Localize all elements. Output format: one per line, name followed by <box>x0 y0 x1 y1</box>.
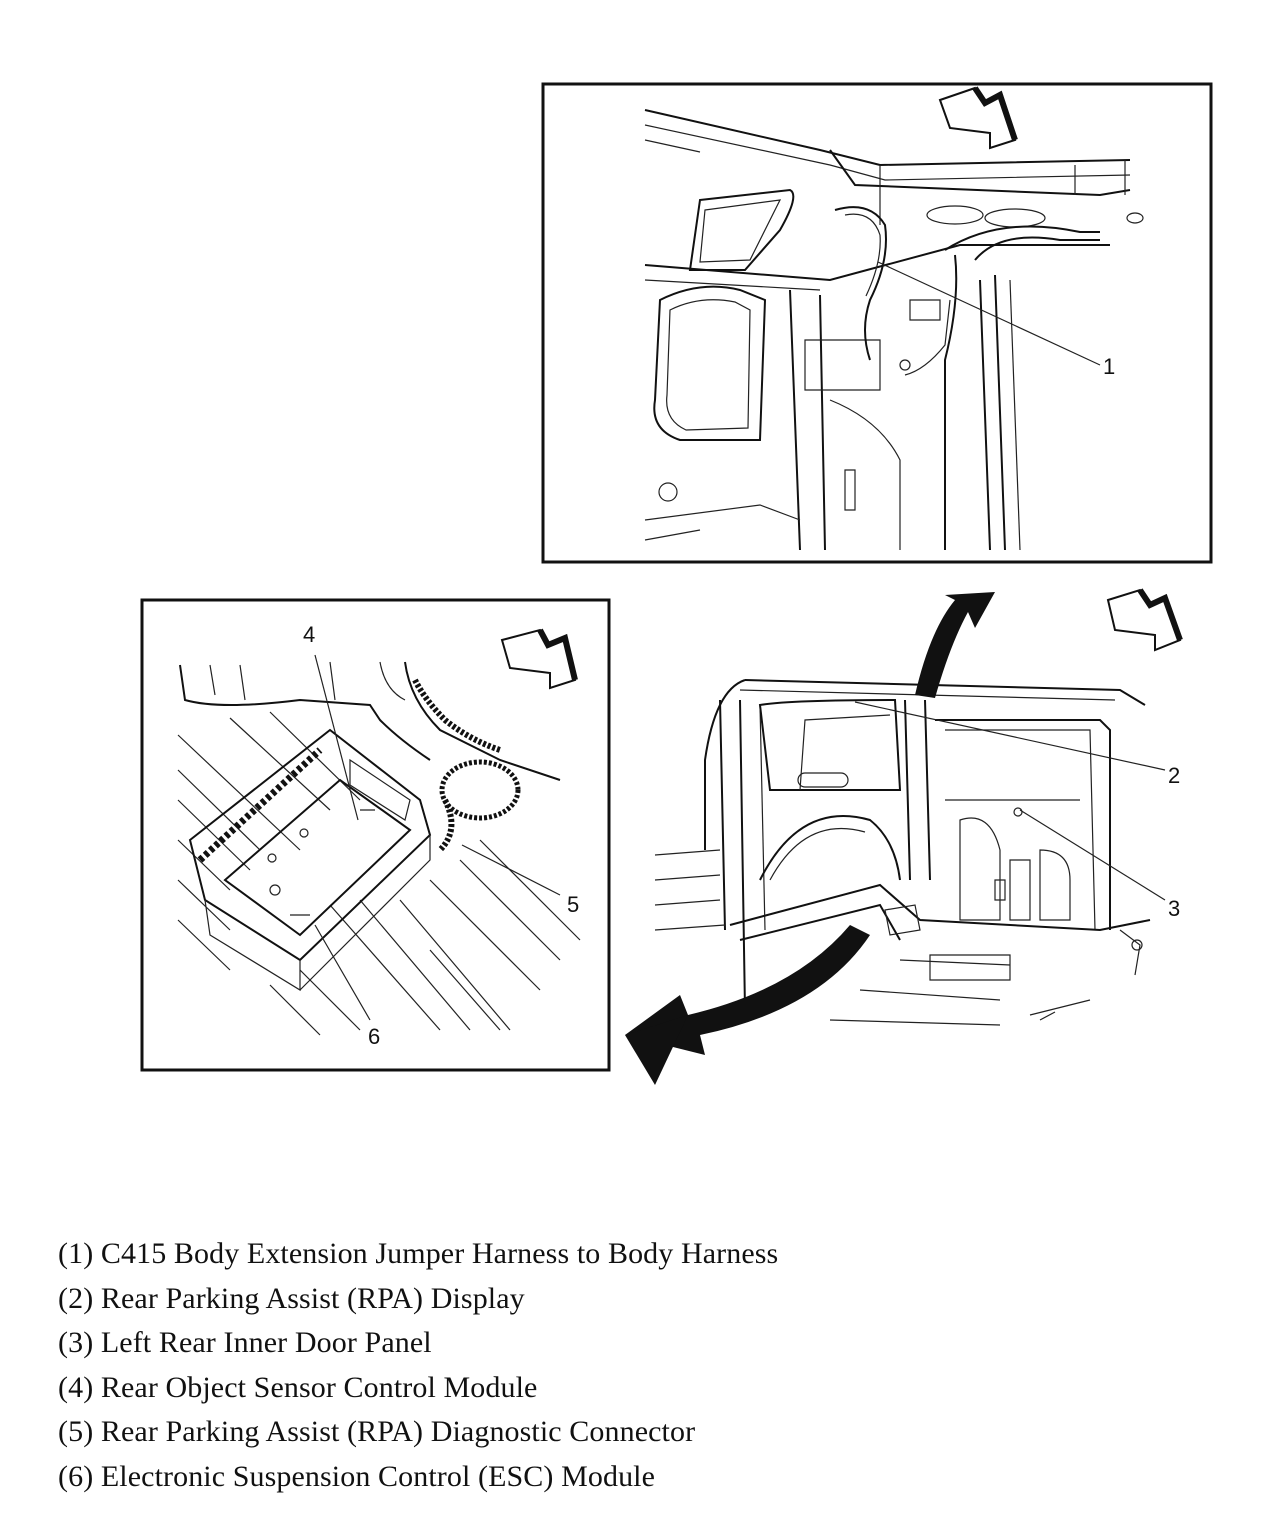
callout-4: 4 <box>303 622 315 647</box>
callout-5: 5 <box>567 892 579 917</box>
curved-view-arrow-icon <box>915 592 995 698</box>
legend-item-1: (1) C415 Body Extension Jumper Harness t… <box>58 1237 779 1270</box>
legend-item-6: (6) Electronic Suspension Control (ESC) … <box>58 1459 656 1493</box>
legend-item-4: (4) Rear Object Sensor Control Module <box>58 1370 538 1404</box>
legend-item-3: (3) Left Rear Inner Door Panel <box>58 1326 432 1359</box>
top-inset-view: 1 <box>541 82 1213 564</box>
forward-direction-arrow-icon <box>500 628 578 690</box>
callout-1: 1 <box>1103 354 1115 379</box>
forward-direction-arrow-icon <box>938 86 1018 150</box>
legend-item-2: (2) Rear Parking Assist (RPA) Display <box>58 1281 525 1315</box>
curved-view-arrow-icon <box>625 925 870 1085</box>
vehicle-diagram: 1 <box>140 82 1213 1085</box>
callout-3: 3 <box>1168 896 1180 921</box>
legend-item-5: (5) Rear Parking Assist (RPA) Diagnostic… <box>58 1415 696 1448</box>
legend-list: (1) C415 Body Extension Jumper Harness t… <box>58 1232 778 1499</box>
main-vehicle-view: 2 3 <box>654 588 1183 1026</box>
left-inset-view: 4 5 6 <box>140 598 611 1072</box>
callout-6: 6 <box>368 1024 380 1049</box>
callout-2: 2 <box>1168 763 1180 788</box>
forward-direction-arrow-icon <box>1106 588 1183 652</box>
